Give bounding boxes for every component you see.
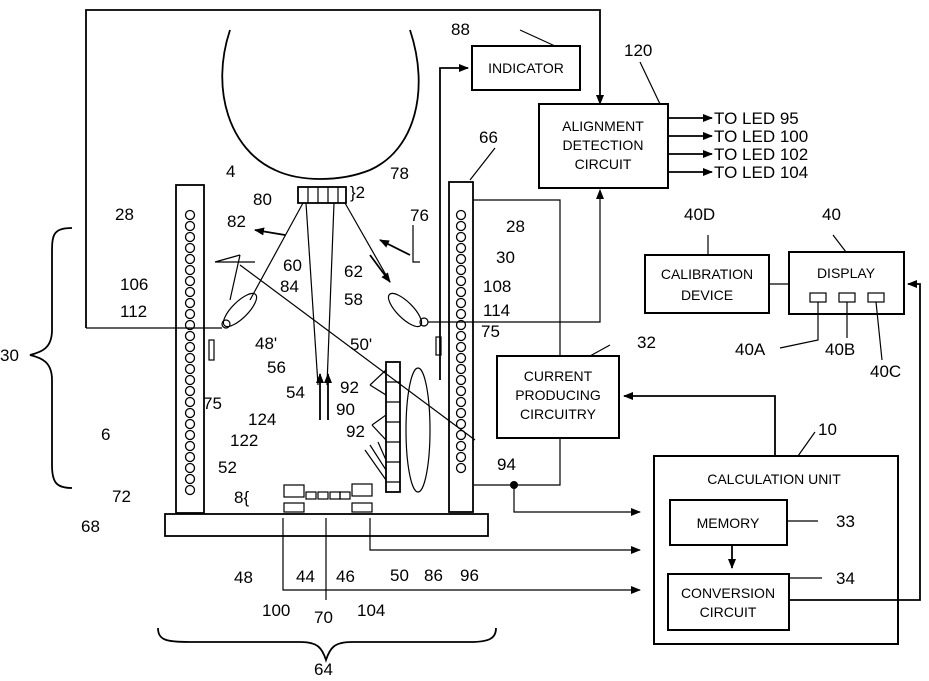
ref-104: 104: [357, 601, 385, 621]
ref-2: }2: [350, 183, 365, 203]
ref-94: 94: [497, 455, 516, 475]
ref-80: 80: [253, 190, 272, 210]
ref-90: 90: [336, 400, 355, 420]
ref-66: 66: [479, 128, 498, 148]
ref-33: 33: [836, 512, 855, 532]
ref-34: 34: [836, 569, 855, 589]
ref-6: 6: [101, 425, 110, 445]
ref-92a: 92: [340, 378, 359, 398]
ref-78: 78: [390, 164, 409, 184]
ref-70: 70: [314, 608, 333, 628]
ref-64: 64: [314, 660, 333, 680]
ref-40: 40: [822, 205, 841, 225]
ref-8: 8{: [234, 488, 249, 508]
ref-120: 120: [624, 41, 652, 61]
ref-10: 10: [818, 420, 837, 440]
ref-60: 60: [283, 256, 302, 276]
ref-44: 44: [296, 567, 315, 587]
ref-30b: 30: [496, 248, 515, 268]
ref-112: 112: [120, 302, 147, 322]
ref-75a: 75: [203, 394, 222, 414]
ref-32: 32: [637, 333, 656, 353]
ref-48: 48: [234, 568, 253, 588]
ref-68: 68: [81, 517, 100, 537]
ref-108: 108: [483, 277, 511, 297]
ref-56: 56: [267, 358, 286, 378]
ref-52: 52: [218, 458, 237, 478]
ref-75b: 75: [481, 322, 500, 342]
ref-62: 62: [344, 262, 363, 282]
ref-54: 54: [286, 383, 305, 403]
ref-4: 4: [226, 162, 235, 182]
ref-86: 86: [424, 566, 443, 586]
ref-46: 46: [336, 567, 355, 587]
ref-48prime: 48': [255, 334, 277, 354]
ref-106: 106: [120, 275, 148, 295]
ref-96: 96: [460, 566, 479, 586]
ref-40C: 40C: [870, 362, 901, 382]
ref-28b: 28: [506, 217, 525, 237]
ref-114: 114: [483, 301, 510, 321]
ref-76: 76: [410, 206, 429, 226]
ref-92b: 92: [346, 422, 365, 442]
ref-124: 124: [248, 410, 276, 430]
ref-28a: 28: [115, 205, 134, 225]
ref-50: 50: [390, 566, 409, 586]
ref-82: 82: [227, 212, 246, 232]
ref-40A: 40A: [735, 340, 765, 360]
ref-84: 84: [280, 277, 299, 297]
ref-72: 72: [112, 487, 131, 507]
ref-50prime: 50': [350, 335, 372, 355]
ref-58: 58: [344, 290, 363, 310]
ref-88: 88: [451, 20, 470, 40]
ref-40D: 40D: [684, 205, 715, 225]
ref-40B: 40B: [825, 340, 855, 360]
ref-30a: 30: [0, 346, 19, 366]
ref-122: 122: [230, 431, 258, 451]
ref-100: 100: [262, 601, 290, 621]
